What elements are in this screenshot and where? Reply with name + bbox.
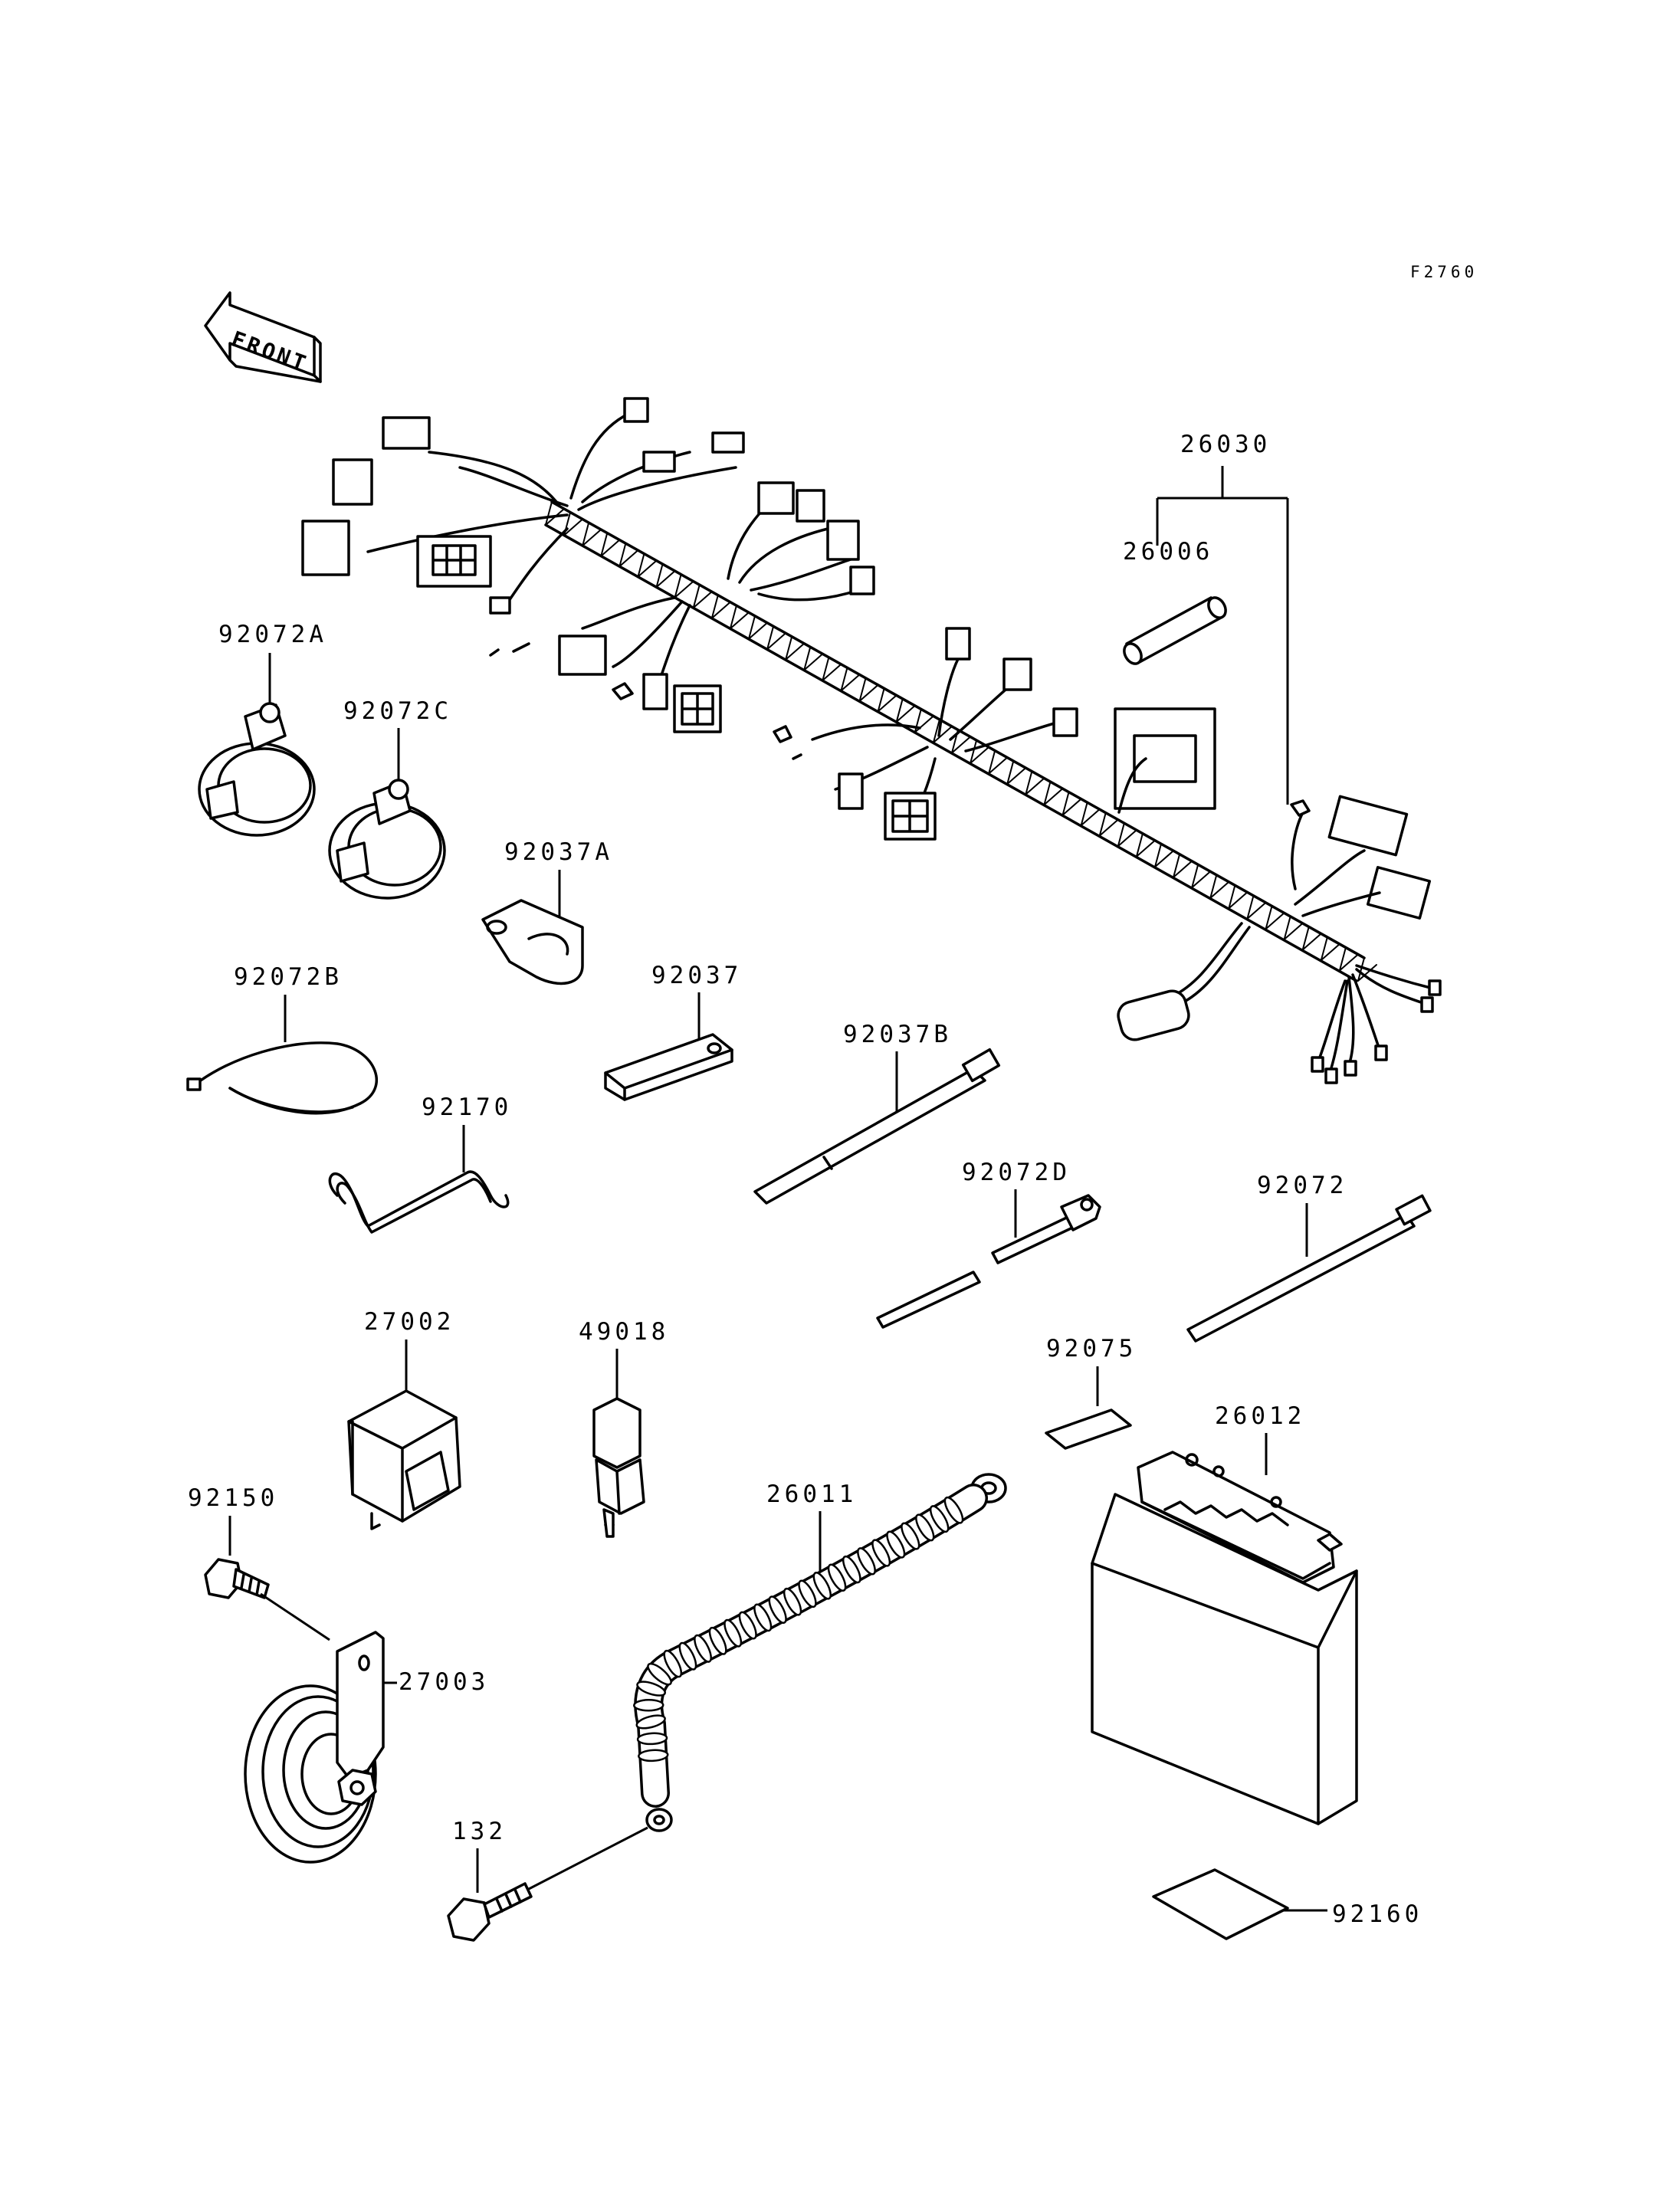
part-label-49018: 49018 — [579, 1318, 669, 1346]
part-label-26006: 26006 — [1123, 538, 1213, 566]
horn-27003 — [244, 1631, 385, 1864]
tie-92072D — [876, 1194, 1101, 1329]
part-label-92170: 92170 — [422, 1094, 512, 1121]
tie-92037B — [753, 1048, 1001, 1205]
leader-26030 — [1156, 466, 1289, 805]
cable-26011 — [633, 1473, 1007, 1832]
bolt-132 — [447, 1826, 648, 1942]
battery-26012 — [1091, 1451, 1358, 1825]
wiring-harness — [301, 397, 1442, 1084]
part-label-92072A: 92072A — [218, 621, 327, 648]
tie-92072B — [186, 1041, 378, 1115]
fuse-26006 — [1123, 596, 1227, 665]
part-label-27002: 27002 — [364, 1308, 454, 1336]
pad-92075 — [1045, 1408, 1132, 1450]
plate-92037 — [604, 1033, 733, 1101]
part-label-92072B: 92072B — [234, 963, 343, 991]
clamp-92037A — [481, 899, 584, 985]
clamp-92072C — [328, 779, 446, 900]
connector-49018 — [592, 1397, 645, 1538]
part-label-132: 132 — [452, 1818, 507, 1845]
part-label-92072C: 92072C — [343, 697, 452, 725]
part-label-26030: 26030 — [1180, 431, 1271, 458]
part-label-26012: 26012 — [1215, 1402, 1305, 1430]
part-label-92072: 92072 — [1257, 1172, 1347, 1199]
front-arrow-icon: FRONT — [204, 291, 322, 383]
part-label-26011: 26011 — [766, 1481, 857, 1508]
pad-92160 — [1152, 1868, 1289, 1940]
bolt-92150 — [204, 1558, 330, 1641]
relay-27002 — [347, 1389, 461, 1530]
spring-92170 — [328, 1170, 510, 1234]
clamp-92072A — [198, 702, 316, 837]
part-label-92037B: 92037B — [843, 1021, 952, 1048]
part-label-27003: 27003 — [399, 1668, 489, 1696]
figure-ref: F2760 — [1410, 263, 1478, 281]
part-label-92037A: 92037A — [504, 838, 613, 866]
part-label-92075: 92075 — [1046, 1335, 1137, 1362]
tie-92072 — [1186, 1194, 1432, 1343]
part-label-92150: 92150 — [188, 1484, 278, 1512]
part-label-92037: 92037 — [651, 962, 742, 989]
part-label-92160: 92160 — [1332, 1900, 1422, 1928]
part-label-92072D: 92072D — [962, 1159, 1071, 1186]
